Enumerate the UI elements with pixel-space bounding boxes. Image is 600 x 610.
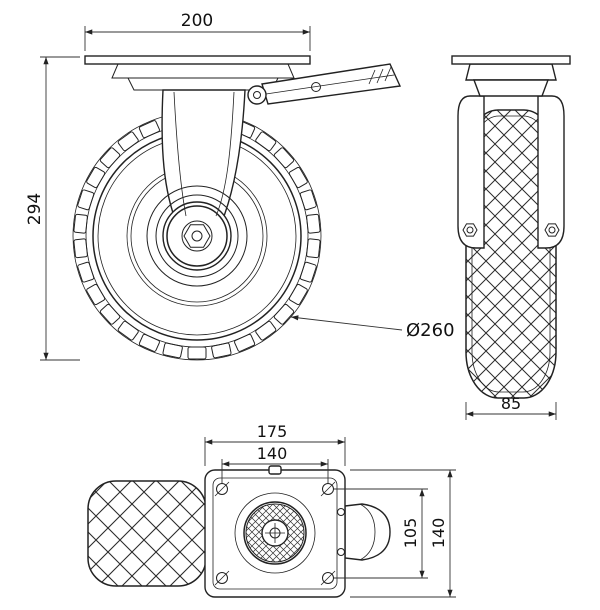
dim-wheel-diameter: Ø260	[290, 315, 455, 341]
bolt-hole-bottom-right	[320, 570, 336, 586]
extension-lines	[334, 488, 428, 579]
axle-center	[191, 230, 203, 242]
dim-plate-width: 200	[84, 11, 311, 51]
bolt-hole-top-left	[214, 481, 230, 497]
center-cross	[265, 523, 285, 543]
dim-wheel-width: 85	[465, 394, 557, 420]
dim-text-plate-width: 200	[181, 11, 213, 31]
brake-grip-hatching	[368, 66, 392, 85]
wheel-top-tread-pattern	[87, 480, 207, 587]
front-view: 85	[451, 55, 571, 420]
dim-text-plate-depth: 140	[429, 518, 448, 549]
extension-lines	[40, 56, 80, 361]
fork-inner-edge-left	[173, 91, 187, 217]
brake-pivot-hole	[253, 91, 261, 99]
side-view: 200 294 Ø260	[25, 11, 455, 361]
dim-text-bolt-spacing-x: 140	[257, 444, 288, 463]
axle-bolt-left	[462, 223, 478, 237]
brake-lever-midline	[265, 74, 395, 95]
brake-pedal-top	[344, 503, 391, 561]
dim-overall-height: 294	[25, 56, 80, 361]
rim-circle	[146, 185, 248, 287]
top-view: 175 140 105 140	[87, 422, 456, 598]
dim-text-bolt-spacing-y: 105	[401, 518, 420, 549]
swivel-head-lower	[472, 79, 550, 97]
axle-bolt-right	[544, 223, 560, 237]
dim-top-plate-depth: 140	[350, 469, 456, 598]
hub-inner-circle	[181, 220, 213, 252]
fork-inner-edge-right	[215, 91, 235, 217]
extension-lines	[465, 402, 557, 420]
rim-inner-circle	[155, 194, 239, 278]
plate-top-notch	[268, 465, 282, 475]
swivel-head-upper	[111, 63, 295, 79]
hub-circle	[166, 205, 228, 267]
axle-bolt-right-center	[548, 226, 556, 234]
top-wheel	[87, 480, 207, 587]
mounting-plate-inner	[212, 477, 338, 590]
front-wheel	[465, 109, 557, 399]
bearing-race-circle	[243, 501, 307, 565]
dim-text-wheel-width: 85	[501, 394, 521, 413]
dim-text-wheel-diameter: Ø260	[406, 320, 455, 341]
brake-pivot	[247, 85, 267, 105]
bolt-hole-top-right	[320, 481, 336, 497]
wheel-inner-outline	[471, 115, 551, 393]
side-fork	[161, 89, 246, 271]
bolt-holes	[214, 481, 336, 586]
axle-nut	[183, 224, 211, 248]
side-hub	[146, 185, 248, 287]
mounting-plate-edge	[84, 55, 311, 65]
dim-top-plate-width: 175	[204, 422, 346, 466]
extension-lines	[350, 469, 456, 598]
pedal-mount-bolt-top	[337, 508, 345, 516]
front-top-plate	[451, 55, 571, 97]
axle-bolt-left-center	[466, 226, 474, 234]
brake-pedal-curve	[359, 503, 376, 561]
swivel-bearing	[234, 492, 316, 574]
leader-line	[290, 315, 403, 331]
dim-top-bolt-spacing-y: 105	[334, 488, 428, 579]
swivel-head-upper	[465, 63, 557, 81]
dim-text-overall-height: 294	[25, 193, 45, 225]
front-fork	[457, 95, 565, 249]
pedal-mount-bolt-bottom	[337, 548, 345, 556]
brake-hinge-bolt	[311, 82, 321, 92]
brake-lever	[247, 63, 402, 105]
fork-leg-right	[537, 95, 565, 249]
fork-leg-left	[457, 95, 485, 249]
dim-top-bolt-spacing-x: 140	[221, 444, 329, 483]
bearing-outer-circle	[234, 492, 316, 574]
bearing-ring-outline	[245, 503, 305, 563]
fork-axle-boss	[162, 201, 232, 271]
bolt-hole-bottom-left	[214, 570, 230, 586]
dim-text-top-plate-width: 175	[257, 422, 288, 441]
mounting-plate-edge	[451, 55, 571, 65]
wheel-tread-pattern	[465, 109, 557, 399]
brake-pedal-body	[344, 503, 391, 561]
